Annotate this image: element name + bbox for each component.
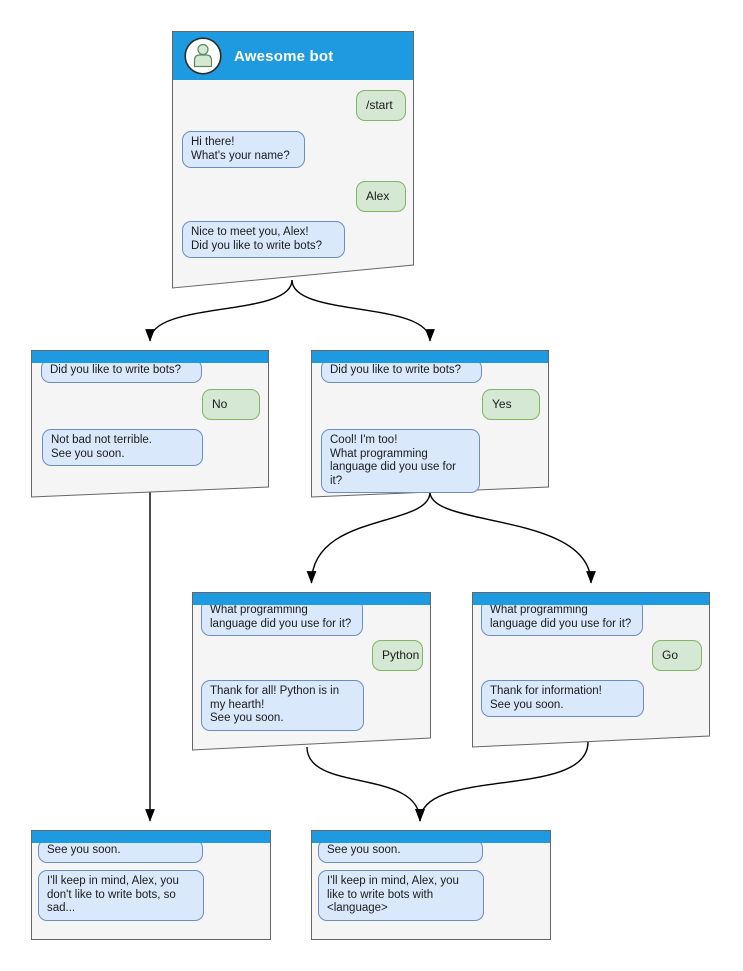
user-reply-bubble: /start — [356, 90, 406, 121]
chat-header — [32, 351, 268, 363]
chat-window-branch-no: Did you like to write bots? No Not bad n… — [31, 350, 269, 498]
bot-message-bubble: What programming language did you use fo… — [481, 599, 643, 636]
chat-window-branch-python: What programming language did you use fo… — [192, 592, 431, 751]
chat-header — [473, 593, 709, 605]
user-reply-bubble: Go — [652, 640, 702, 671]
chat-window-final-no: See you soon. I'll keep in mind, Alex, y… — [31, 830, 271, 940]
bot-message-bubble: What programming language did you use fo… — [201, 599, 363, 636]
edge-branch-yes-to-python — [306, 491, 431, 584]
chat-header — [312, 831, 550, 843]
chat-window-branch-yes: Did you like to write bots? Yes Cool! I'… — [311, 350, 549, 498]
bot-message-bubble: Thank for information! See you soon. — [481, 680, 644, 717]
user-reply-bubble: Yes — [482, 389, 540, 420]
bot-name: Awesome bot — [234, 47, 334, 65]
edge-branch-yes-to-go — [429, 491, 596, 584]
bot-message-bubble: I'll keep in mind, Alex, you don't like … — [38, 870, 204, 921]
bot-message-bubble: Not bad not terrible. See you soon. — [42, 429, 203, 466]
bot-message-bubble: Cool! I'm too! What programming language… — [321, 429, 480, 493]
bot-message-bubble: Hi there! What's your name? — [182, 131, 305, 168]
bot-message-bubble: I'll keep in mind, Alex, you like to wri… — [318, 870, 484, 921]
chat-window-final-yes: See you soon. I'll keep in mind, Alex, y… — [311, 830, 551, 940]
bot-message-bubble: Thank for all! Python is in my hearth! S… — [201, 680, 364, 731]
bot-message-bubble: Nice to meet you, Alex! Did you like to … — [182, 221, 345, 258]
bot-avatar-icon — [184, 37, 222, 75]
user-reply-bubble: Alex — [356, 181, 406, 212]
chat-header — [32, 831, 270, 843]
chat-window-branch-go: What programming language did you use fo… — [472, 592, 710, 748]
chat-header — [312, 351, 548, 363]
bot-message-bubble: Did you like to write bots? — [41, 359, 202, 383]
edge-main-to-branch-yes — [291, 279, 435, 342]
chat-header — [193, 593, 430, 605]
edge-python-to-final-yes — [306, 746, 425, 822]
chat-window-main: Awesome bot /start Hi there! What's your… — [172, 31, 414, 289]
bot-message-bubble: Did you like to write bots? — [321, 359, 482, 383]
user-reply-bubble: Python — [372, 640, 423, 671]
edge-go-to-final-yes — [415, 741, 589, 822]
edge-main-to-branch-no — [145, 279, 293, 342]
user-reply-bubble: No — [202, 389, 260, 420]
chat-header: Awesome bot — [173, 32, 413, 80]
